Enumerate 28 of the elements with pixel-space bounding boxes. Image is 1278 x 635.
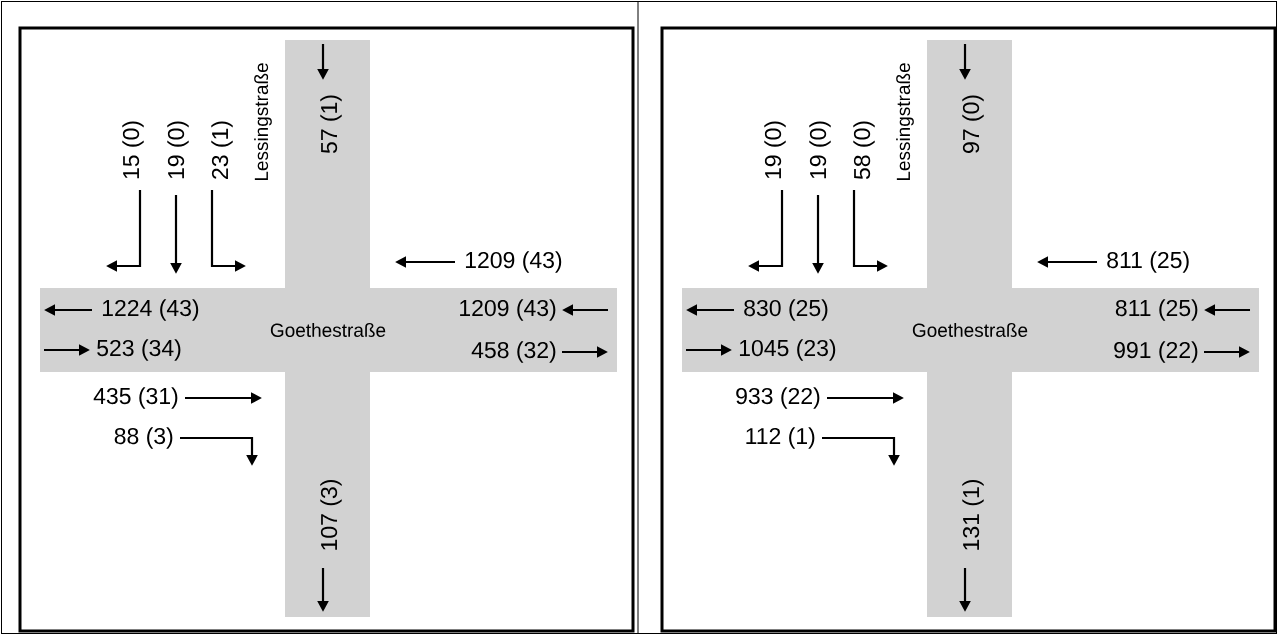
traffic-count: 57 (1): [320, 95, 342, 154]
traffic-count: 1209 (43): [465, 251, 562, 273]
traffic-count: 19 (0): [167, 121, 189, 179]
traffic-count: 15 (0): [122, 121, 144, 179]
traffic-count: 523 (34): [97, 339, 181, 361]
street-name: Goethestraße: [270, 323, 386, 337]
traffic-count: 112 (1): [746, 427, 815, 449]
traffic-count: 1045 (23): [739, 339, 836, 361]
traffic-count: 97 (0): [962, 95, 984, 153]
traffic-count: 131 (1): [962, 480, 984, 550]
traffic-count: 58 (0): [853, 121, 875, 180]
traffic-count: 19 (0): [764, 121, 786, 179]
traffic-count: 811 (25): [1107, 251, 1189, 273]
traffic-count: 88 (3): [114, 427, 173, 449]
street-name: Goethestraße: [912, 323, 1028, 337]
traffic-count: 1209 (43): [460, 299, 556, 321]
traffic-count: 435 (31): [93, 387, 178, 409]
traffic-count: 19 (0): [809, 121, 831, 179]
street-name: Lessingstraße: [254, 63, 272, 181]
traffic-count: 991 (22): [1114, 341, 1198, 363]
traffic-count: 933 (22): [736, 387, 820, 409]
traffic-count: 23 (1): [211, 121, 233, 179]
traffic-count: 458 (32): [471, 341, 556, 363]
traffic-count: 1224 (43): [102, 299, 199, 321]
street-name: Lessingstraße: [896, 63, 914, 181]
traffic-count: 107 (3): [320, 480, 342, 550]
traffic-count: 811 (25): [1115, 299, 1198, 321]
traffic-count: 830 (25): [744, 299, 828, 321]
